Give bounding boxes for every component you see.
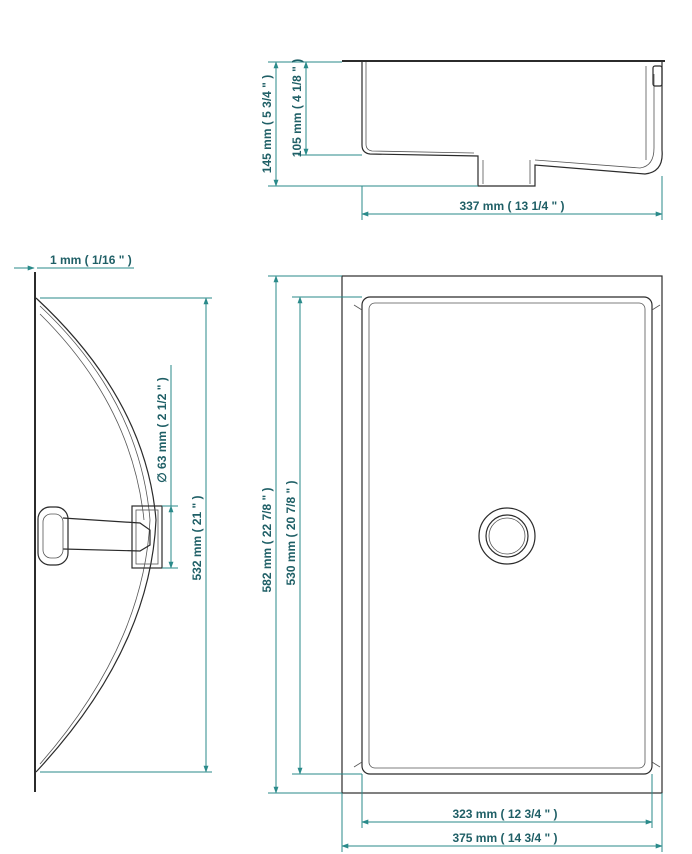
outer-width-label: 375 mm ( 14 3/4 " ) bbox=[452, 831, 557, 845]
side-view bbox=[34, 272, 163, 792]
drain-label: ∅ 63 mm ( 2 1/2 " ) bbox=[155, 377, 169, 483]
height-label: 532 mm ( 21 " ) bbox=[190, 495, 204, 580]
outer-height-label: 582 mm ( 22 7/8 " ) bbox=[260, 487, 274, 592]
inner-height-label: 530 mm ( 20 7/8 " ) bbox=[284, 480, 298, 585]
depth-total-label: 145 mm ( 5 3/4 " ) bbox=[260, 75, 274, 173]
section-view bbox=[342, 60, 665, 187]
dimension-thickness: 1 mm ( 1/16 " ) bbox=[14, 253, 134, 271]
dimension-height: 532 mm ( 21 " ) bbox=[40, 297, 212, 773]
dimension-depth-total: 145 mm ( 5 3/4 " ) bbox=[260, 61, 478, 187]
dimension-outer-width: 375 mm ( 14 3/4 " ) bbox=[341, 793, 663, 852]
dimension-inner-height: 530 mm ( 20 7/8 " ) bbox=[284, 296, 362, 775]
dimension-outer-height: 582 mm ( 22 7/8 " ) bbox=[260, 275, 342, 794]
thickness-label: 1 mm ( 1/16 " ) bbox=[50, 253, 132, 267]
length-label: 337 mm ( 13 1/4 " ) bbox=[459, 199, 564, 213]
drain-outer bbox=[478, 507, 536, 565]
dimension-inner-width: 323 mm ( 12 3/4 " ) bbox=[361, 774, 653, 828]
inner-width-label: 323 mm ( 12 3/4 " ) bbox=[452, 807, 557, 821]
depth-bowl-label: 105 mm ( 4 1/8 " ) bbox=[290, 59, 304, 157]
drain-inner bbox=[485, 514, 529, 558]
dimension-length: 337 mm ( 13 1/4 " ) bbox=[361, 176, 663, 220]
dimension-drain: ∅ 63 mm ( 2 1/2 " ) bbox=[155, 365, 178, 569]
dimension-depth-bowl: 105 mm ( 4 1/8 " ) bbox=[290, 59, 362, 157]
plan-view bbox=[341, 275, 663, 794]
